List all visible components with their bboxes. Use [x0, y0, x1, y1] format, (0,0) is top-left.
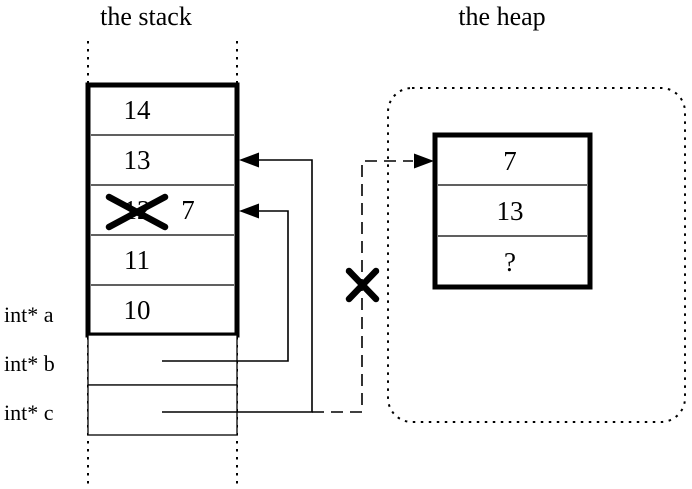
pointer-c-line [162, 159, 313, 413]
stack-cell-replacement-value: 7 [181, 195, 195, 225]
stack-cell-value: 14 [124, 95, 152, 125]
heap-cell-value: 13 [497, 196, 524, 226]
stack-frame-box [85, 82, 240, 338]
var-label-b: int* b [4, 351, 55, 376]
heap-block-box [432, 132, 593, 290]
deleted-pointer-x-mark [345, 267, 380, 303]
pointer-c-arrowhead-icon [239, 152, 259, 168]
stack-cell-value: 11 [124, 245, 150, 275]
pointer-b-line [162, 210, 289, 362]
pointer-b-arrowhead-icon [239, 203, 259, 219]
stack-title: the stack [100, 2, 192, 31]
stack-cell-value: 10 [124, 295, 151, 325]
heap-title: the heap [458, 2, 545, 31]
deleted-pointer-arrowhead-icon [414, 153, 434, 169]
heap-cell-value: 7 [503, 146, 517, 176]
stack-pointer-cell-b [87, 334, 238, 386]
heap-cell-value: ? [504, 247, 516, 277]
stack-pointer-cell-c [87, 384, 238, 436]
cross-out-x-mark [105, 193, 169, 231]
var-label-c: int* c [4, 400, 54, 425]
var-label-a: int* a [4, 302, 54, 327]
stack-cell-value: 13 [124, 145, 151, 175]
